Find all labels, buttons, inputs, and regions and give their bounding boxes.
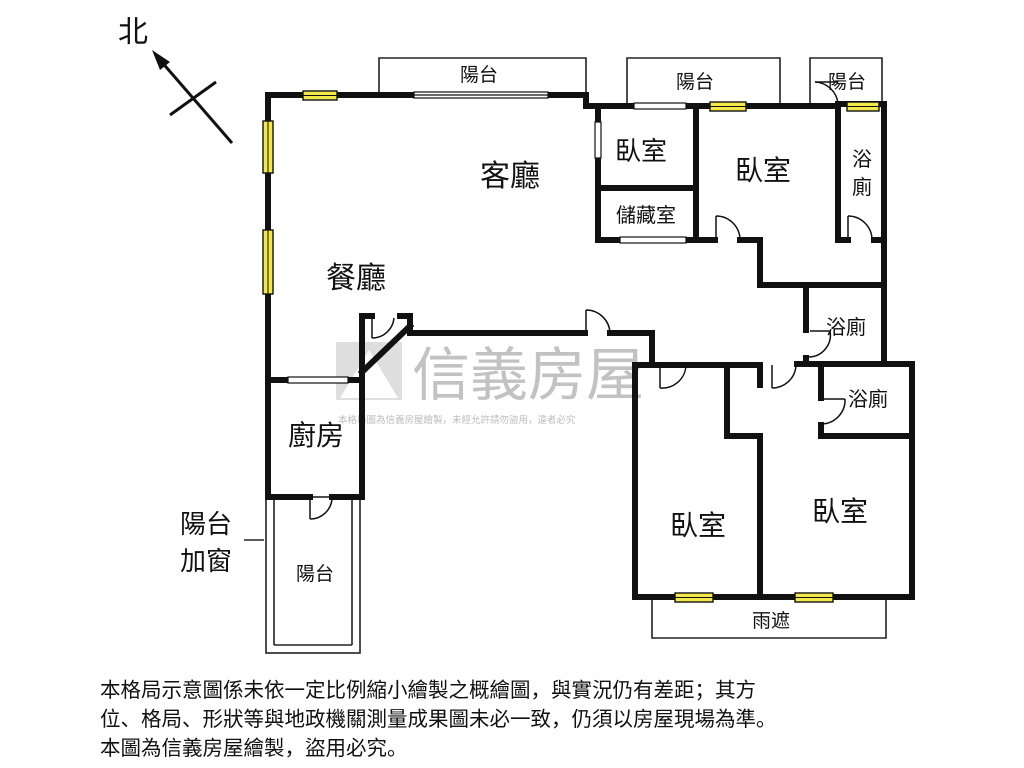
label-bedroom-south-left: 臥室	[670, 509, 726, 542]
north-label: 北	[118, 15, 148, 50]
label-balcony-bath: 陽台	[828, 71, 866, 93]
label-kitchen: 廚房	[288, 419, 344, 452]
watermark-logo	[336, 342, 402, 400]
label-bathroom-middle: 浴廁	[826, 315, 866, 339]
disclaimer: 本格局示意圖係未依一定比例縮小繪製之概繪圖，與實況仍有差距；其方 位、格局、形狀…	[100, 676, 980, 763]
window-lines	[267, 95, 879, 598]
label-balcony-bedroom: 陽台	[676, 71, 714, 93]
label-bathroom-south: 浴廁	[848, 387, 888, 411]
label-balcony-living: 陽台	[460, 64, 498, 86]
label-storage-room: 儲藏室	[616, 203, 676, 227]
disclaimer-line-3: 本圖為信義房屋繪製，盜用必究。	[100, 736, 408, 760]
label-living-room: 客廳	[480, 159, 540, 194]
swing-doors	[309, 81, 873, 520]
sliding-doors	[287, 91, 687, 384]
label-bedroom-north: 臥室	[735, 154, 791, 187]
watermark-brand: 信義房屋	[412, 341, 644, 409]
annotation-line-1: 陽台	[180, 510, 232, 540]
disclaimer-line-2: 位、格局、形狀等與地政機關測量成果圖未必一致，仍須以房屋現場為準。	[100, 707, 777, 731]
label-rain-shelter: 雨遮	[752, 610, 790, 632]
balcony-outlines	[244, 57, 887, 654]
label-dining-room: 餐廳	[326, 261, 386, 296]
north-arrow	[152, 50, 234, 144]
label-bathroom-north-1: 浴	[852, 147, 872, 171]
label-bedroom-small: 臥室	[615, 137, 667, 167]
label-balcony-kitchen: 陽台	[296, 563, 334, 585]
label-bedroom-south-right: 臥室	[812, 495, 868, 528]
label-bathroom-north-2: 廁	[852, 175, 872, 199]
annotation-line-2: 加窗	[180, 547, 232, 577]
disclaimer-line-1: 本格局示意圖係未依一定比例縮小繪製之概繪圖，與實況仍有差距；其方	[100, 678, 756, 702]
watermark-notice: 本格局圖為信義房屋繪製，未經允許請勿盜用，違者必究	[338, 414, 576, 426]
